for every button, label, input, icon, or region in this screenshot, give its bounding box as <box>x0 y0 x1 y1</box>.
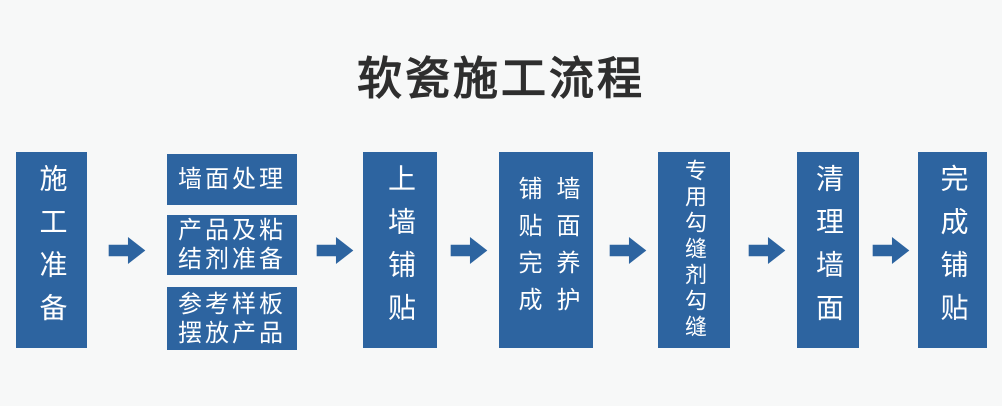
step-construction-preparation: 施工准备 <box>16 152 87 348</box>
step-label-columns: 铺贴完成 墙面养护 <box>514 176 579 324</box>
flow-arrow-icon <box>316 237 354 264</box>
step-label: 产品及粘 结剂准备 <box>178 217 286 273</box>
page-title: 软瓷施工流程 <box>356 53 645 104</box>
step-label: 墙面处理 <box>178 166 286 193</box>
step-paving-complete-wall-curing: 铺贴完成 墙面养护 <box>499 152 593 348</box>
step-reference-sample-placement: 参考样板 摆放产品 <box>167 287 297 350</box>
flow-arrow-icon <box>609 237 647 264</box>
step-clean-wall-surface: 清理墙面 <box>797 152 859 348</box>
flow-arrow-icon <box>872 237 910 264</box>
step-special-grout-jointing: 专用勾缝剂勾缝 <box>658 152 730 348</box>
flow-arrow-icon <box>450 237 488 264</box>
step-label: 上墙铺贴 <box>385 164 416 336</box>
step-label: 墙面养护 <box>552 176 579 324</box>
step-label: 参考样板 摆放产品 <box>178 290 286 347</box>
flow-arrow-icon <box>748 237 786 264</box>
step-product-and-adhesive-preparation: 产品及粘 结剂准备 <box>167 215 297 275</box>
step-label: 专用勾缝剂勾缝 <box>682 159 707 341</box>
flow-arrow-icon <box>108 237 146 264</box>
step-wall-paving: 上墙铺贴 <box>363 152 437 348</box>
step-paving-finished: 完成铺贴 <box>918 152 987 348</box>
step-wall-surface-treatment: 墙面处理 <box>167 154 297 205</box>
step-label: 施工准备 <box>36 164 68 336</box>
step-label: 清理墙面 <box>813 164 844 336</box>
step-label: 铺贴完成 <box>514 176 541 324</box>
step-label: 完成铺贴 <box>937 164 969 336</box>
